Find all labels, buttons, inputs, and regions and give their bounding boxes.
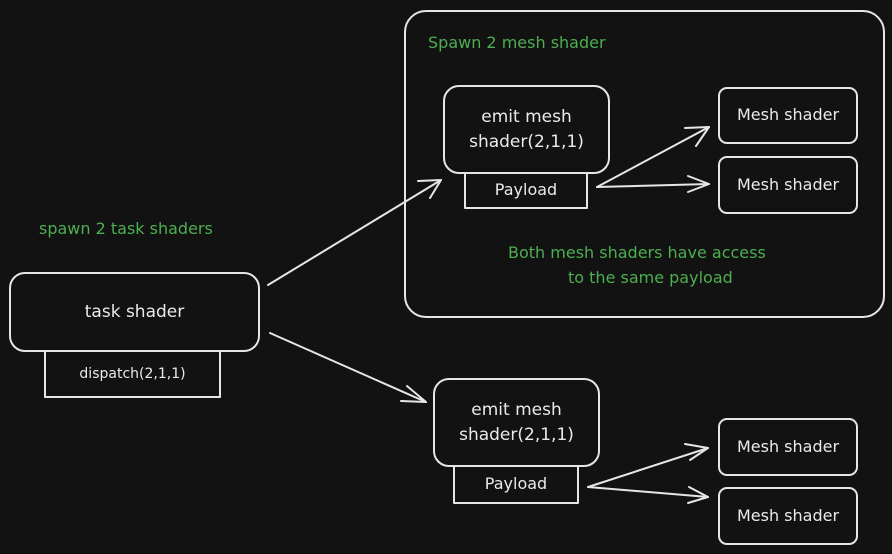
arrowhead-lower-mesh-2 [687,486,709,504]
lower-emit-line1: emit mesh [471,399,562,420]
upper-payload-label: Payload [494,180,558,200]
arrowhead-lower-mesh-1 [684,443,709,461]
task-shader-label: task shader [84,301,185,322]
arrow-lower-payload-to-mesh-1 [587,447,709,488]
upper-mesh-shader-2: Mesh shader [718,156,858,214]
arrowhead-task-to-lower [400,385,427,403]
access-note-line2: to the same payload [568,268,733,287]
access-note-line1: Both mesh shaders have access [508,243,766,262]
dispatch-box: dispatch(2,1,1) [44,350,221,398]
mesh-group-container [404,10,885,318]
upper-mesh-shader-1-label: Mesh shader [736,105,840,125]
upper-emit-line1: emit mesh [481,106,572,127]
upper-mesh-shader-2-label: Mesh shader [736,174,840,194]
upper-emit-mesh-node: emit mesh shader(2,1,1) [443,85,610,174]
task-shader-node: task shader [9,272,260,352]
arrow-task-to-lower [269,332,427,403]
lower-emit-mesh-node: emit mesh shader(2,1,1) [433,378,600,467]
lower-mesh-shader-1-label: Mesh shader [736,436,840,456]
upper-emit-line2: shader(2,1,1) [469,131,584,152]
arrow-lower-payload-to-mesh-2 [587,486,709,498]
lower-payload-box: Payload [453,465,579,504]
upper-payload-box: Payload [464,172,588,209]
spawn-task-label: spawn 2 task shaders [39,219,213,238]
lower-mesh-shader-2-label: Mesh shader [736,505,840,525]
spawn-mesh-label: Spawn 2 mesh shader [428,33,606,52]
upper-mesh-shader-1: Mesh shader [718,87,858,144]
lower-payload-label: Payload [484,474,548,494]
lower-emit-line2: shader(2,1,1) [459,424,574,445]
lower-mesh-shader-2: Mesh shader [718,487,858,545]
dispatch-label: dispatch(2,1,1) [79,366,186,382]
lower-mesh-shader-1: Mesh shader [718,418,858,476]
